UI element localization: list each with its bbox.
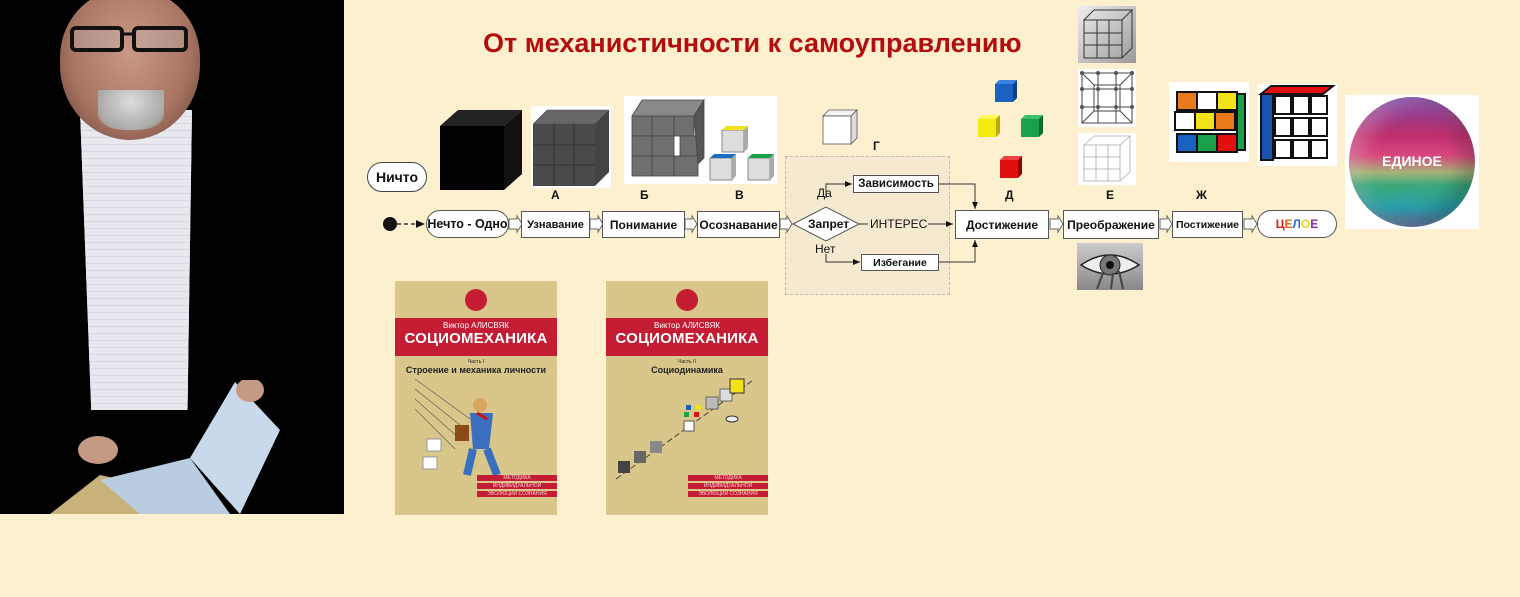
open-book-icon [50,380,280,514]
book-title-band: Виктор АЛИСВЯК СОЦИОМЕХАНИКА [395,318,557,356]
book-logo-icon [465,289,487,311]
stage-label-v: В [735,188,744,202]
author-photo [0,0,344,514]
book-title: СОЦИОМЕХАНИКА [404,330,548,347]
stage-label-zh: Ж [1196,188,1207,202]
dependency-node: Зависимость [853,175,939,193]
book-part: Часть I [467,359,485,365]
book-tag: МЕТОДИКА [688,475,768,481]
book-author: Виктор АЛИСВЯК [443,321,509,330]
book-logo-icon [676,289,698,311]
nothing-node: Ничто [367,162,427,192]
black-cube-icon [440,110,522,190]
book-subtitle: Социодинамика [651,365,723,375]
book-cover-part-1[interactable]: Виктор АЛИСВЯК СОЦИОМЕХАНИКА Часть I Стр… [395,281,557,515]
scrambled-rubiks-cube-image [1169,82,1249,162]
flow-step-recognition: Узнавание [521,211,590,238]
unity-sphere-image: ЕДИНОЕ [1345,95,1479,229]
colored-cubes-icon [978,80,1043,178]
book-tag: ЭВОЛЮЦИИ СОЗНАНИЯ [477,491,557,497]
flow-start-node: Нечто - Одно [426,210,509,238]
beard [98,90,164,130]
interest-label: ИНТЕРЕС [870,217,928,231]
grid-cube-image [531,106,611,188]
white-cube-icon [822,109,858,145]
flow-step-awareness: Осознавание [697,211,780,238]
book-author: Виктор АЛИСВЯК [654,321,720,330]
decision-label: Запрет [808,217,850,231]
sociodynamics-diagram-icon [615,378,753,480]
whole-letter: О [1300,217,1311,231]
rainbow-sphere [1349,97,1475,227]
stage-label-g: Г [873,139,880,153]
page-title: От механистичности к самоуправлению [483,28,1022,58]
wire-cube-image [1078,133,1136,185]
sphere-label: ЕДИНОЕ [1382,153,1442,169]
flow-step-understanding: Понимание [602,211,685,238]
no-label: Нет [815,242,836,256]
stage-label-b: Б [640,188,649,202]
stage-label-e: Е [1106,188,1115,202]
stage-label-d: Д [1005,188,1014,202]
transformation-node: Преображение [1063,210,1159,239]
book-subtitle: Строение и механика личности [405,365,547,375]
yes-label: Да [817,186,832,200]
book-part: Часть II [678,359,696,365]
whole-letter: Е [1310,217,1319,231]
book-tag: ИНДИВИДУАЛЬНОЙ [477,483,557,489]
book-tag: ИНДИВИДУАЛЬНОЙ [688,483,768,489]
whole-letter: Е [1284,217,1293,231]
avoidance-node: Избегание [861,254,939,271]
book-tags: МЕТОДИКА ИНДИВИДУАЛЬНОЙ ЭВОЛЮЦИИ СОЗНАНИ… [477,473,557,497]
glass-cube-image [1078,6,1136,63]
book-title-band: Виктор АЛИСВЯК СОЦИОМЕХАНИКА [606,318,768,356]
solved-rubiks-cube-image [1257,84,1337,166]
comprehension-node: Постижение [1172,211,1243,238]
glasses-icon [70,26,188,52]
book-tag: МЕТОДИКА [477,475,557,481]
book-title: СОЦИОМЕХАНИКА [615,330,759,347]
eye-image [1077,243,1143,290]
stage-label-a: А [551,188,560,202]
book-tag: ЭВОЛЮЦИИ СОЗНАНИЯ [688,491,768,497]
puppet-figure-icon [415,379,501,477]
broken-cube-image [624,96,777,184]
lattice-cube-image [1078,69,1136,127]
book-cover-part-2[interactable]: Виктор АЛИСВЯК СОЦИОМЕХАНИКА Часть II Со… [606,281,768,515]
achievement-node: Достижение [955,210,1049,239]
shirt [80,110,192,410]
whole-letter: Л [1292,217,1301,231]
whole-letter: Ц [1275,217,1285,231]
book-tags: МЕТОДИКА ИНДИВИДУАЛЬНОЙ ЭВОЛЮЦИИ СОЗНАНИ… [688,473,768,497]
